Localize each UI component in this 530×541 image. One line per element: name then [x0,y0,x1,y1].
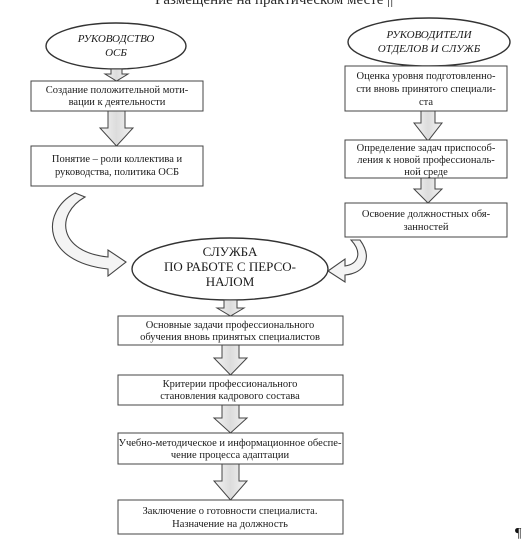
dept-heads-line-1: РУКОВОДИТЕЛИ [385,29,472,41]
hr-service-line-1: СЛУЖБА [203,244,258,259]
flow-arrows [98,65,444,501]
box-right-duties: Освоение должностных обя- занностей [344,202,508,238]
dept-heads-line-2: ОТДЕЛОВ И СЛУЖБ [378,43,481,55]
box-left-motivation-line-1: Создание положительной моти- [46,85,189,96]
arrow-bottom-2 [212,344,249,376]
box-bottom-training-tasks: Основные задачи профессионального обучен… [117,315,344,346]
arrow-left-2 [98,110,135,147]
box-left-collective-role: Понятие – роли коллектива и руководства,… [30,145,204,187]
box-bottom-methodical-support: Учебно-методическое и информационное обе… [117,432,344,465]
box-bottom-methodical-support-line-1: Учебно-методическое и информационное обе… [119,438,342,449]
box-left-collective-role-line-2: руководства, политика ОСБ [55,167,179,178]
hr-service-line-3: НАЛОМ [206,274,255,289]
box-left-motivation-line-2: вации к деятельности [69,97,166,108]
box-right-duties-line-2: занностей [403,222,448,233]
box-right-assessment-line-1: Оценка уровня подготовленно- [357,71,496,82]
box-bottom-criteria-line-1: Критерии профессионального [163,379,298,390]
arrow-bottom-3 [212,404,249,434]
arrow-right-3 [412,177,444,204]
box-right-assessment-line-3: ста [419,97,433,108]
box-bottom-criteria-line-2: становления кадрового состава [160,391,300,402]
box-left-collective-role-line-1: Понятие – роли коллектива и [52,154,183,165]
ellipse-dept-heads: РУКОВОДИТЕЛИ ОТДЕЛОВ И СЛУЖБ [347,17,511,67]
hr-service-line-2: ПО РАБОТЕ С ПЕРСО- [164,259,296,274]
box-bottom-readiness-conclusion-line-1: Заключение о готовности специалиста. [143,506,318,517]
arrow-right-2 [412,110,444,142]
curved-arrow-right [327,239,367,284]
box-bottom-training-tasks-line-1: Основные задачи профессионального [146,320,315,331]
box-bottom-readiness-conclusion: Заключение о готовности специалиста. Наз… [117,499,344,535]
management-line-2: ОСБ [105,47,127,59]
box-right-adaptation-tasks-line-2: ления к новой профессиональ- [357,155,495,166]
ellipse-management: РУКОВОДСТВО ОСБ [45,22,187,70]
arrow-left-1 [103,68,130,82]
box-bottom-training-tasks-line-2: обучения вновь принятых специалистов [140,332,320,343]
box-left-motivation: Создание положительной моти- вации к дея… [30,80,204,112]
box-bottom-readiness-conclusion-line-2: Назначение на должность [172,519,288,530]
box-right-adaptation-tasks-line-3: ной среде [404,167,448,178]
box-bottom-criteria: Критерии профессионального становления к… [117,374,344,406]
arrow-bottom-1 [215,299,246,317]
box-right-assessment: Оценка уровня подготовленно- сти вновь п… [344,65,508,112]
curved-arrow-left [52,192,127,278]
box-bottom-methodical-support-line-2: чение процесса адаптации [171,450,290,461]
box-right-adaptation-tasks: Определение задач приспособ- ления к нов… [344,139,508,179]
box-right-assessment-line-2: сти вновь принятого специали- [356,84,496,95]
box-right-duties-line-1: Освоение должностных обя- [362,209,491,220]
header-fragment: Размещение на практическом месте || [155,0,393,8]
arrow-bottom-4 [212,463,249,501]
box-right-adaptation-tasks-line-1: Определение задач приспособ- [357,143,496,154]
management-line-1: РУКОВОДСТВО [77,33,155,45]
ellipse-hr-service: СЛУЖБА ПО РАБОТЕ С ПЕРСО- НАЛОМ [131,237,329,301]
paragraph-mark: ¶ [515,526,522,541]
